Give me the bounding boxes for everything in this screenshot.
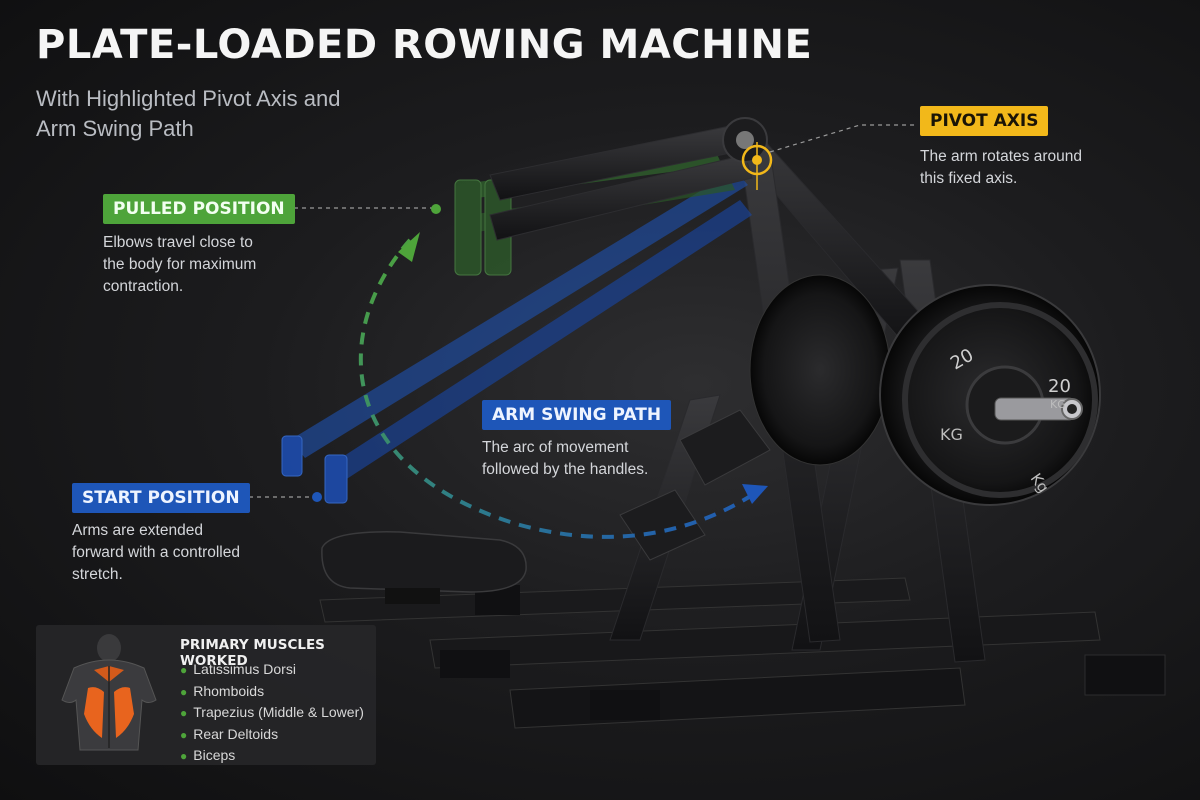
page-subtitle: With Highlighted Pivot Axis and Arm Swin… bbox=[36, 86, 341, 141]
pulled-position-tag: PULLED POSITION bbox=[103, 194, 295, 224]
start-position-arm bbox=[281, 170, 752, 504]
start-position-tag: START POSITION bbox=[72, 483, 250, 513]
arm-swing-path-description: The arc of movement followed by the hand… bbox=[482, 439, 649, 478]
footplates bbox=[619, 409, 771, 561]
start-anchor-dot bbox=[312, 492, 322, 502]
pulled-position-description: Elbows travel close to the body for maxi… bbox=[103, 234, 257, 295]
muscle-item: ●Biceps bbox=[180, 747, 236, 763]
weight-plates: 20 20 KG KG Kg bbox=[749, 274, 1101, 506]
lever-arm bbox=[489, 117, 768, 241]
arm-swing-path-tag: ARM SWING PATH bbox=[482, 400, 672, 430]
pivot-axis-description: The arm rotates around this fixed axis. bbox=[920, 148, 1082, 187]
plate-weight-label-2: 20 bbox=[1048, 376, 1071, 397]
muscle-item: ●Trapezius (Middle & Lower) bbox=[180, 704, 364, 720]
muscle-item: ●Latissimus Dorsi bbox=[180, 661, 296, 677]
arc-arrowhead-bottom bbox=[742, 484, 768, 504]
seat bbox=[321, 531, 527, 604]
arm-swing-path-arc bbox=[358, 238, 762, 539]
muscles-title: PRIMARY MUSCLES WORKED bbox=[180, 637, 325, 669]
arc-arrowhead-top bbox=[398, 232, 420, 262]
pivot-axis-tag: PIVOT AXIS bbox=[920, 106, 1049, 136]
plate-unit-label: KG bbox=[1050, 398, 1066, 411]
page-title: PLATE-LOADED ROWING MACHINE bbox=[36, 22, 813, 68]
back-muscles-icon bbox=[61, 634, 157, 751]
muscles-panel: PRIMARY MUSCLES WORKED ●Latissimus Dorsi… bbox=[36, 625, 376, 765]
start-position-description: Arms are extended forward with a control… bbox=[72, 522, 240, 583]
muscle-item: ●Rear Deltoids bbox=[180, 725, 279, 742]
muscle-item: ●Rhomboids bbox=[180, 682, 265, 699]
base-frame bbox=[319, 577, 1166, 729]
muscles-list: ●Latissimus Dorsi ●Rhomboids ●Trapezius … bbox=[180, 659, 364, 767]
plate-unit-label-2: KG bbox=[940, 425, 963, 444]
pulled-anchor-dot bbox=[431, 204, 441, 214]
